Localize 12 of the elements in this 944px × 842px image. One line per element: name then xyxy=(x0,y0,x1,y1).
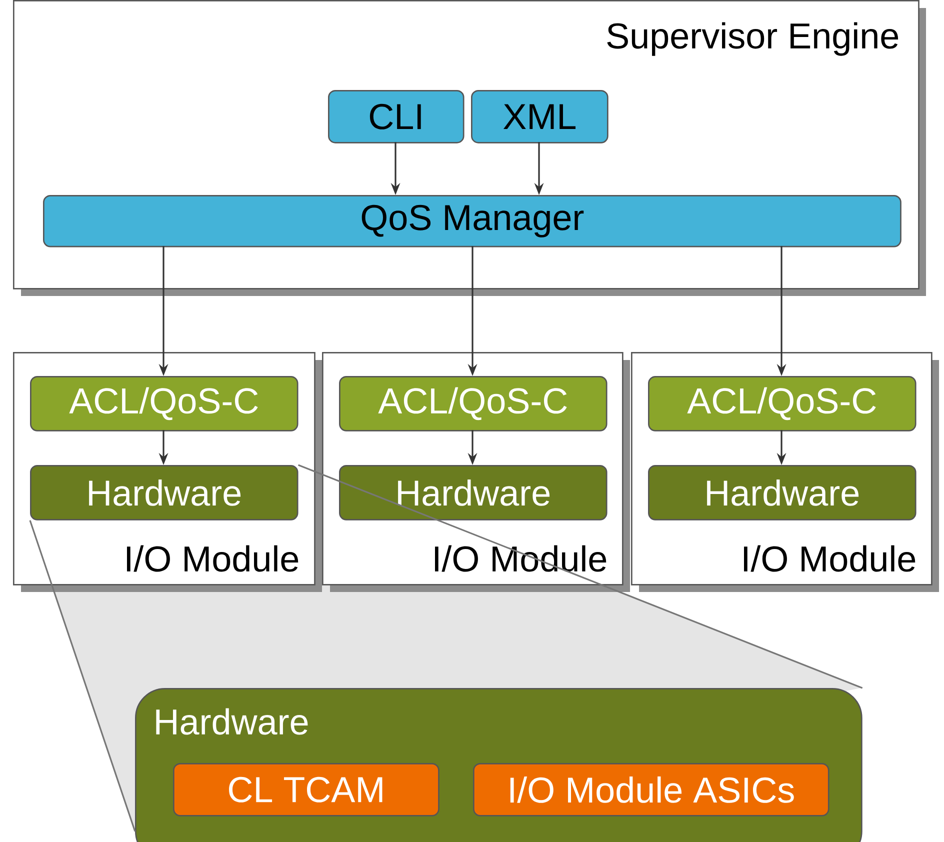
component-box: CL TCAM xyxy=(173,763,440,816)
hardware-box: Hardware xyxy=(30,465,298,520)
process-box: QoS Manager xyxy=(43,195,902,248)
hardware-box: Hardware xyxy=(648,465,916,520)
component-box: I/O Module ASICs xyxy=(473,763,830,816)
hardware-box: Hardware xyxy=(339,465,608,520)
process-box: ACL/QoS-C xyxy=(30,376,298,432)
process-box: CLI xyxy=(328,90,464,144)
process-box: ACL/QoS-C xyxy=(339,376,608,432)
process-box: XML xyxy=(471,90,608,144)
process-box: ACL/QoS-C xyxy=(648,376,916,432)
leader-line xyxy=(298,464,863,689)
